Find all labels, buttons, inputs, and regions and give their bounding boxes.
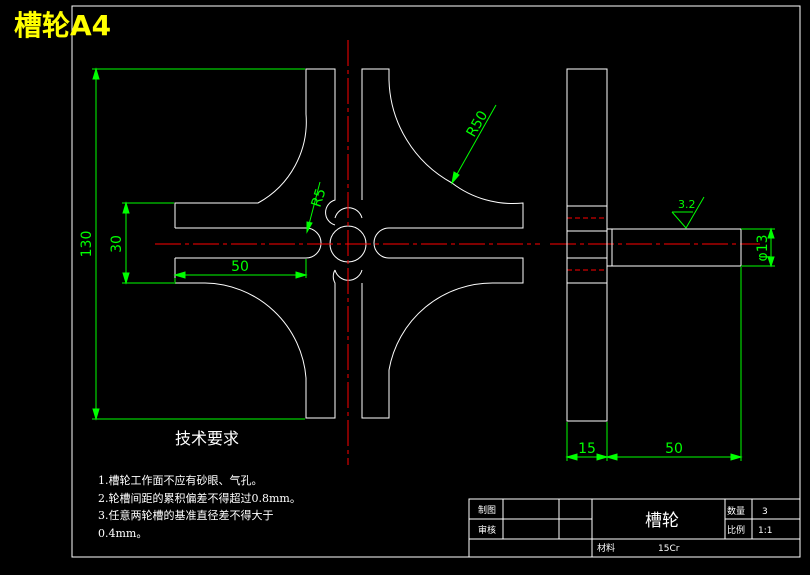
dim-phi13-text: φ13 [755,234,771,261]
title-block [468,498,801,558]
lower-left-arm [174,258,336,419]
part-name: 槽轮 [645,511,679,531]
tech-requirements-title: 技术要求 [175,429,240,448]
side-view [566,68,742,422]
checked-label: 审核 [478,524,496,536]
r50-leader [451,104,497,184]
material-label: 材料 [597,542,615,554]
roughness-text: 3.2 [678,198,696,211]
tech-requirements-list: 1.槽轮工作面不应有砂眼、气孔。 2.轮槽间距的累积偏差不得超过0.8mm。 3… [98,472,301,542]
drawing-title-tag: 槽轮A4 [14,9,112,42]
hub-shaft [606,228,742,267]
r50-text: R50 [464,108,492,140]
dimensions [92,67,775,461]
roughness-symbol [671,196,705,229]
drawn-label: 制图 [478,504,496,516]
material-value: 15Cr [658,544,680,554]
upper-right-arm [361,68,524,229]
tech-requirement-item: 0.4mm。 [98,526,148,540]
dim-30-text: 30 [109,235,125,253]
right-slot [373,227,523,259]
lower-right-arm [361,257,524,419]
qty-label: 数量 [727,505,745,517]
title-block-text: 制图 审核 槽轮 数量 3 比例 1:1 材料 15Cr [478,504,772,554]
left-slot [175,227,322,259]
wheel-side-body [566,68,608,422]
upper-left-arm [174,68,336,228]
dim-15-text: 15 [578,441,596,457]
dimension-texts: 130 30 50 R5 R50 3.2 φ13 15 50 [79,108,771,457]
scale-value: 1:1 [758,526,772,536]
dim-130-text: 130 [79,231,95,258]
tech-requirement-item: 3.任意两轮槽的基准直径差不得大于 [98,509,274,522]
dim-50-front-text: 50 [231,259,249,275]
tech-requirement-item: 1.槽轮工作面不应有砂眼、气孔。 [98,474,263,487]
scale-label: 比例 [727,524,745,536]
qty-value: 3 [762,507,768,517]
sheet-border [71,5,801,558]
center-lines [155,40,760,465]
tech-requirement-item: 2.轮槽间距的累积偏差不得超过0.8mm。 [98,491,301,505]
r5-text: R5 [309,187,330,210]
dim-50-side-text: 50 [665,441,683,457]
